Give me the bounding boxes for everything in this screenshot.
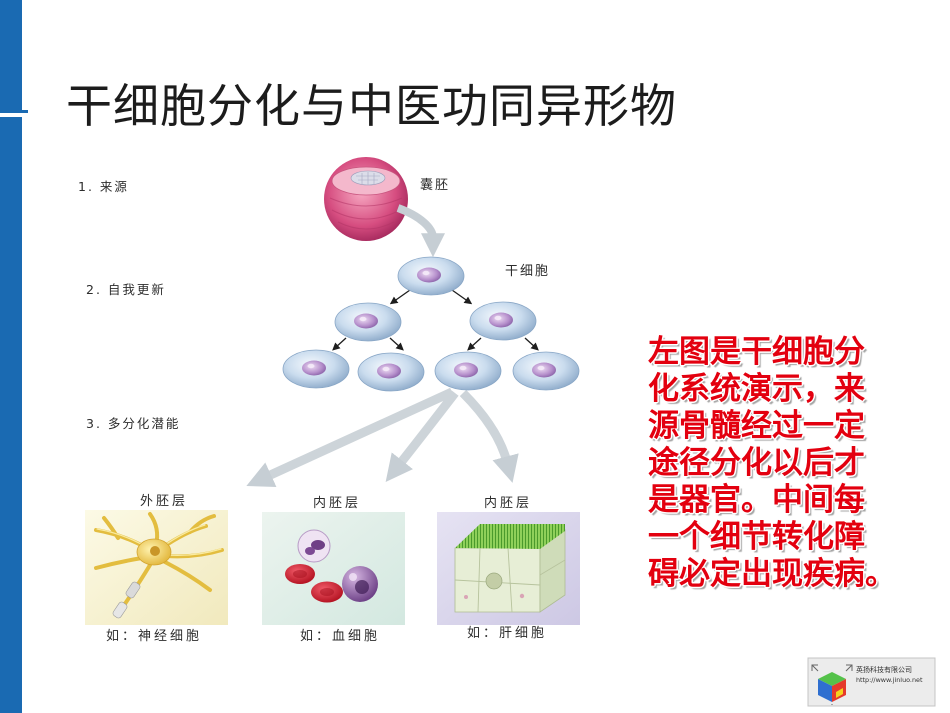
red-blood-cell-center xyxy=(293,570,307,578)
stem-cell-label: 干细胞 xyxy=(505,264,550,279)
renewal-arrow xyxy=(332,337,347,351)
stem-cell xyxy=(397,256,465,296)
step-1-label: 1. 来源 xyxy=(78,179,129,194)
liver-cell-panel xyxy=(437,512,580,625)
arrow-to-endoderm-liver xyxy=(459,389,519,483)
source-arrow xyxy=(396,204,445,258)
explanation-line: 左图是干细胞分 xyxy=(648,334,865,370)
layer-3-label: 内胚层 xyxy=(484,495,532,511)
blastocyst-label: 囊胚 xyxy=(420,177,450,193)
red-blood-cell-center xyxy=(320,588,334,596)
liver-cell-granule xyxy=(464,595,468,599)
layer-1-example: 如：神经细胞 xyxy=(106,628,202,644)
renewal-arrow xyxy=(524,337,539,351)
blood-panel-background xyxy=(262,512,405,625)
arrow-to-ectoderm xyxy=(246,387,454,488)
explanation-line: 是器官。中间每 xyxy=(648,482,865,518)
liver-cell-granule xyxy=(519,593,525,599)
neuron-dendrites xyxy=(94,512,224,592)
granddaughter-cell xyxy=(434,351,502,391)
layer-1-label: 外胚层 xyxy=(140,494,188,509)
step-3-label: 3. 多分化潜能 xyxy=(86,416,180,431)
arrow-to-endoderm-blood xyxy=(385,390,459,482)
explanation-line: 源骨髓经过一定 xyxy=(648,408,865,444)
layer-3-example: 如：肝细胞 xyxy=(467,625,547,641)
layer-2-example: 如：血细胞 xyxy=(300,628,380,644)
white-blood-cell-nucleus xyxy=(311,540,325,550)
granddaughter-cell xyxy=(282,349,350,389)
slide-title: 干细胞分化与中医功同异形物 xyxy=(66,79,677,133)
company-logo: 英扬科技有限公司 http://www.jinluo.net xyxy=(807,657,936,707)
daughter-cell xyxy=(469,301,537,341)
myelin-sheath xyxy=(112,601,128,619)
logo-company-name: 英扬科技有限公司 xyxy=(856,665,912,674)
liver-cell-nucleus xyxy=(485,572,503,590)
explanation-line: 化系统演示，来 xyxy=(648,371,865,407)
myelin-sheath xyxy=(125,581,141,599)
granddaughter-cell xyxy=(512,351,580,391)
renewal-arrow xyxy=(389,337,404,351)
explanation-text: 左图是干细胞分 化系统演示，来 源骨髓经过一定 途径分化以后才 是器官。中间每 … xyxy=(648,334,896,593)
cube-arrow-marks xyxy=(811,664,853,705)
explanation-line: 一个细节转化障 xyxy=(648,519,865,555)
accent-bar-gap xyxy=(0,113,22,117)
blastocyst-texture xyxy=(329,197,403,230)
cube-left-face xyxy=(818,679,832,702)
logo-url: http://www.jinluo.net xyxy=(856,676,923,684)
daughter-cell xyxy=(334,302,402,342)
layer-2-label: 内胚层 xyxy=(313,495,361,511)
purple-blood-cell-nucleus xyxy=(355,580,369,594)
step-2-label: 2. 自我更新 xyxy=(86,282,166,297)
explanation-line: 途径分化以后才 xyxy=(648,445,865,481)
left-accent-bar xyxy=(0,0,22,713)
renewal-arrow xyxy=(389,289,411,305)
accent-bar-tick xyxy=(22,110,28,113)
white-blood-cell-nucleus xyxy=(305,547,315,555)
blood-cell-panel xyxy=(262,512,405,625)
cube-accent xyxy=(836,688,843,698)
renewal-arrow xyxy=(467,337,482,351)
explanation-line: 碍必定出现疾病。 xyxy=(648,556,896,592)
purple-blood-cell-highlight xyxy=(349,573,357,581)
nerve-cell-panel xyxy=(85,510,228,625)
renewal-arrow xyxy=(451,289,473,305)
granddaughter-cell xyxy=(357,352,425,392)
neuron-nucleus xyxy=(150,546,160,556)
inner-cell-mass-grid xyxy=(356,172,380,185)
liver-microvilli xyxy=(455,524,565,549)
cube-logo-icon xyxy=(811,664,853,705)
liver-cell-borders xyxy=(454,547,566,613)
blastocyst xyxy=(324,157,408,241)
